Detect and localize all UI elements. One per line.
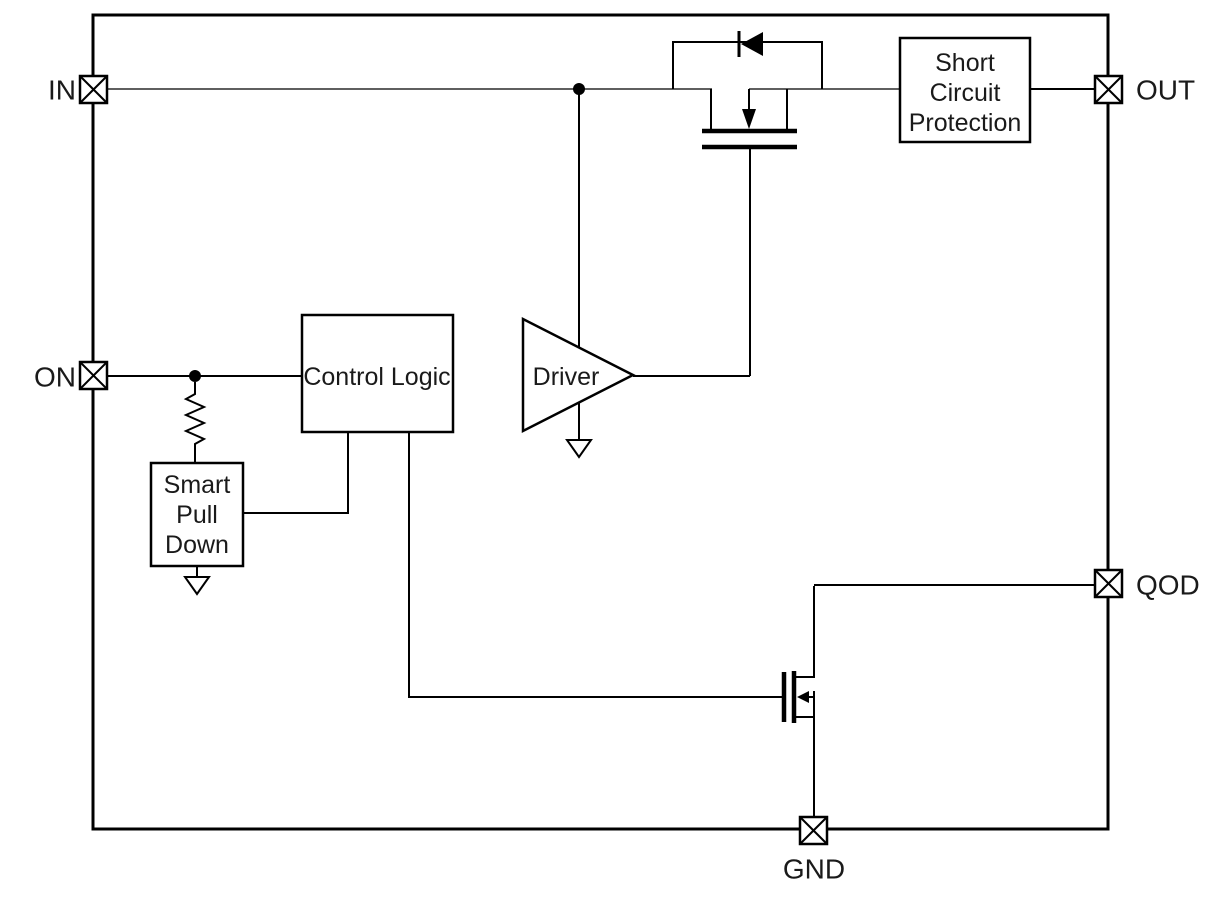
scp-label-line1: Short: [935, 49, 995, 77]
out-pin: OUT: [1093, 75, 1195, 106]
in-pin-label: IN: [48, 75, 76, 106]
body-diode: [672, 31, 823, 89]
ground-symbol-smart-pull-down: [183, 576, 211, 596]
control-logic-block: Control Logic: [300, 313, 455, 434]
on-pin-label: ON: [34, 362, 76, 393]
scp-label-line2: Circuit: [930, 79, 1001, 107]
smart-pull-down-block: Smart Pull Down: [149, 461, 245, 568]
out-pin-x-icon: [1094, 75, 1123, 104]
control-logic-box: [300, 313, 455, 434]
qod-pin-label: QOD: [1136, 570, 1200, 601]
ground-symbol-driver: [565, 439, 593, 459]
junction-dot: [573, 83, 585, 95]
pass-fet-pmos: [702, 89, 797, 376]
diode-arrow-icon: [741, 32, 763, 56]
on-pin-x-icon: [79, 361, 108, 390]
gnd-pin: GND: [783, 815, 845, 885]
wire-control-logic-to-qod-gate: [408, 433, 782, 698]
gnd-pin-x-icon: [799, 816, 828, 845]
pull-down-resistor: [183, 382, 207, 463]
wire-spd-to-control-logic: [243, 433, 349, 514]
driver-block: Driver: [521, 316, 636, 434]
qod-pin-x-icon: [1094, 569, 1123, 598]
scp-label-line3: Protection: [909, 109, 1022, 137]
body-diode-loop-wire: [672, 41, 823, 89]
in-pin: IN: [48, 75, 109, 106]
control-logic-label: Control Logic: [303, 363, 450, 391]
smart-pull-down-label-line1: Smart: [164, 471, 231, 499]
smart-pull-down-label-line3: Down: [165, 531, 229, 559]
junction-dot: [189, 370, 201, 382]
qod-fet-nmos: [781, 586, 815, 818]
short-circuit-protection-block: Short Circuit Protection: [898, 36, 1032, 144]
ic-boundary: [91, 13, 1110, 831]
qod-pin: QOD: [1093, 568, 1200, 601]
out-pin-label: OUT: [1136, 75, 1195, 106]
gnd-pin-label: GND: [783, 854, 845, 885]
qod-fet-body-arrow-icon: [797, 691, 809, 703]
driver-label: Driver: [533, 363, 600, 391]
pass-fet-body-arrow-icon: [742, 109, 756, 129]
driver-triangle: [521, 316, 636, 434]
in-pin-x-icon: [79, 75, 108, 104]
short-circuit-protection-box: [898, 36, 1032, 144]
on-pin: ON: [34, 360, 109, 393]
qod-fet-drain-lead: [796, 586, 815, 678]
smart-pull-down-label-line2: Pull: [176, 501, 218, 529]
